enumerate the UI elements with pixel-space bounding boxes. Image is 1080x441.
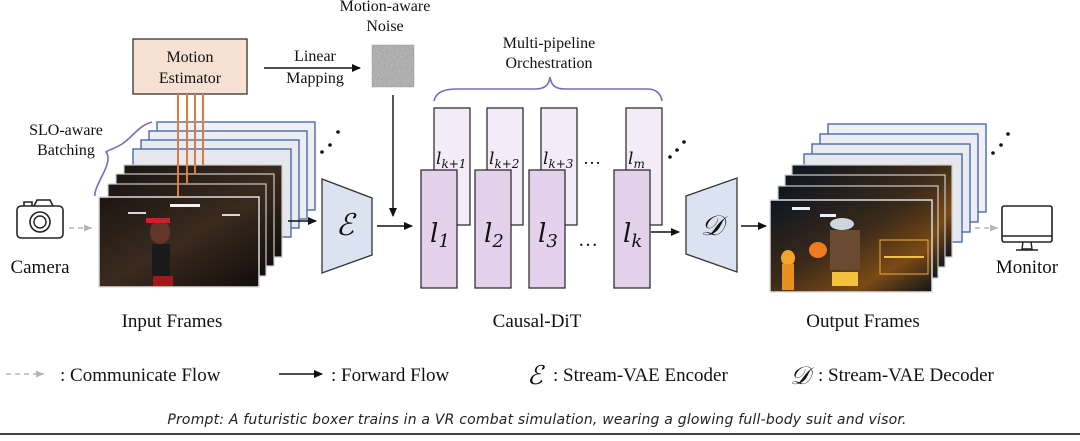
dit-front-layer: [528, 169, 566, 289]
legend-decoder-label: : Stream-VAE Decoder: [818, 365, 995, 386]
stream-vae-decoder: 𝒟: [685, 177, 738, 273]
legend-forward-label: : Forward Flow: [331, 365, 450, 386]
slo-batching-label-1: SLO-aware: [29, 122, 103, 139]
monitor-icon: [1001, 205, 1053, 251]
prompt-caption: Prompt: A futuristic boxer trains in a V…: [167, 412, 906, 428]
input-frame-front-placeholder: [98, 196, 260, 288]
dit-front-layer: [474, 169, 512, 289]
legend-decoder-symbol: 𝒟: [790, 361, 815, 390]
linear-mapping-label-2: Mapping: [286, 70, 344, 87]
linear-mapping-label-1: Linear: [294, 48, 336, 65]
input-frames-stack: [98, 121, 316, 288]
legend: : Communicate Flow : Forward Flow ℰ : St…: [6, 361, 995, 391]
motion-estimator-label-2: Estimator: [159, 70, 222, 87]
causal-dit-block: lk+1 lk+2 lk+3 lm l1 l2 l3 lk … …: [420, 107, 686, 289]
camera-icon: [16, 199, 64, 239]
legend-encoder-label: : Stream-VAE Encoder: [553, 365, 728, 386]
dit-front-ellipsis: …: [578, 229, 598, 251]
multi-pipeline-label-1: Multi-pipeline: [503, 35, 595, 52]
output-more-frames-dots: [991, 132, 1010, 155]
dit-back-layer-label: lk+3: [543, 149, 574, 171]
noise-label-2: Noise: [366, 18, 403, 35]
input-frames-label: Input Frames: [122, 311, 223, 332]
noise-label-1: Motion-aware: [340, 0, 431, 15]
dit-more-layers-dot: [668, 155, 672, 159]
legend-communicate-label: : Communicate Flow: [60, 365, 221, 386]
motion-links: [177, 94, 204, 196]
dit-front-layer-label: l3: [538, 219, 558, 252]
dit-front-layer-label: l1: [430, 219, 450, 252]
dit-more-layers-dot: [675, 148, 679, 152]
multi-pipeline-brace: [433, 76, 663, 102]
dit-back-layer-label: lk+2: [489, 149, 519, 171]
camera-label: Camera: [10, 257, 70, 278]
motion-estimator-box: Motion Estimator: [132, 38, 248, 95]
output-frames-label: Output Frames: [806, 311, 919, 332]
output-frame-front-placeholder: [769, 199, 933, 293]
monitor-label: Monitor: [996, 257, 1059, 278]
input-more-frames-dots: [320, 130, 340, 154]
slo-batching-brace: [94, 121, 153, 197]
noise-patch: [371, 44, 415, 88]
encoder-symbol: ℰ: [336, 208, 357, 243]
causal-dit-label: Causal-DiT: [493, 311, 582, 332]
dit-back-layer-label: lk+1: [436, 149, 466, 171]
dit-front-layer: [420, 169, 458, 289]
dit-front-layer-label: l2: [484, 219, 504, 252]
dit-more-layers-dot: [682, 140, 686, 144]
dit-back-ellipsis: …: [583, 148, 601, 168]
dit-front-layer-label: lk: [623, 219, 642, 252]
dit-front-layer: [613, 169, 651, 289]
motion-estimator-label-1: Motion: [166, 49, 213, 66]
output-frames-stack: [769, 123, 987, 293]
stream-vae-encoder: ℰ: [321, 178, 373, 274]
legend-encoder-symbol: ℰ: [527, 361, 545, 391]
dit-back-layer-label: lm: [628, 149, 645, 171]
slo-batching-label-2: Batching: [37, 142, 95, 159]
multi-pipeline-label-2: Orchestration: [505, 55, 592, 72]
